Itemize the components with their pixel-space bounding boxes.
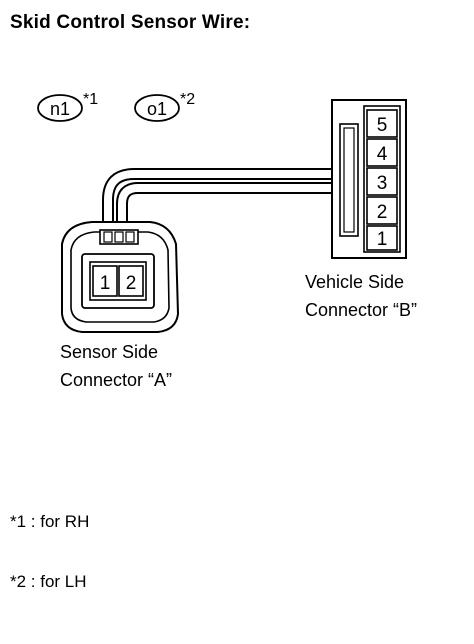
connector-b: 5 4 3 2 1 — [331, 99, 407, 259]
callout-n1-code: n1 — [50, 99, 70, 119]
connector-b-label-line2: Connector “B” — [305, 300, 417, 320]
connector-b-pin: 5 — [377, 115, 388, 136]
footnote-lh: *2 : for LH — [10, 572, 87, 591]
connector-b-pin: 3 — [377, 173, 388, 194]
connector-a-pin: 1 — [100, 273, 111, 294]
connector-a-pin: 2 — [126, 273, 137, 294]
connector-b-label-line1: Vehicle Side — [305, 272, 404, 292]
connector-b-pin: 1 — [377, 229, 388, 250]
callout-o1: o1 *2 — [134, 91, 195, 122]
page-title: Skid Control Sensor Wire: — [10, 12, 251, 33]
connector-a-label-line2: Connector “A” — [60, 370, 172, 390]
callout-n1: n1 *1 — [37, 91, 98, 122]
callout-n1-ref: *1 — [83, 91, 98, 108]
footnote-rh: *1 : for RH — [10, 512, 90, 531]
connector-a: 1 2 — [61, 221, 180, 333]
callout-o1-code: o1 — [147, 99, 167, 119]
wire-harness — [102, 168, 332, 230]
connector-b-pin: 4 — [377, 144, 388, 165]
connector-a-label-line1: Sensor Side — [60, 342, 158, 362]
callout-o1-ref: *2 — [180, 91, 195, 108]
connector-b-pin: 2 — [377, 202, 388, 223]
